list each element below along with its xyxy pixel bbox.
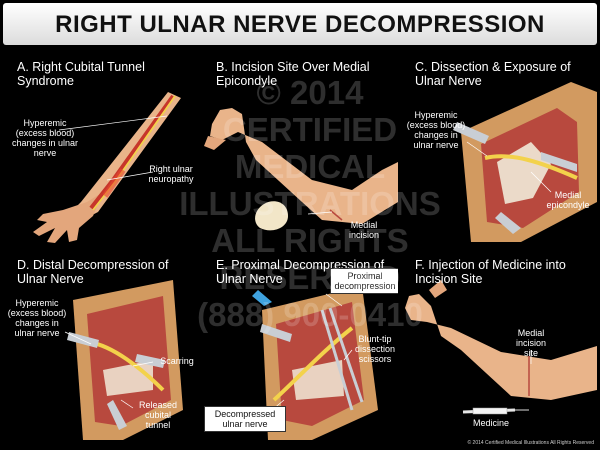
panel-d-label-hyperemic: Hyperemic (excess blood) changes in ulna…: [7, 298, 67, 338]
proximal-decompression-illustration: [252, 286, 378, 440]
panel-e-label-decompressed: Decompressed ulnar nerve: [204, 406, 286, 432]
arm-nerve-illustration: [33, 92, 181, 243]
panel-e-label-proximal: Proximal decompression: [330, 268, 398, 294]
panel-f-label-incision: Medial incision site: [515, 328, 546, 358]
panel-a: A. Right Cubital Tunnel Syndrome Hyperem…: [3, 52, 199, 247]
panel-b-heading: B. Incision Site Over Medial Epicondyle: [216, 60, 370, 88]
page-title: RIGHT ULNAR NERVE DECOMPRESSION: [55, 11, 545, 38]
panel-f-heading: F. Injection of Medicine into Incision S…: [415, 258, 566, 286]
panel-b: B. Incision Site Over Medial Epicondyle …: [202, 52, 398, 247]
panel-d: D. Distal Decompression of Ulnar Nerve H…: [3, 250, 199, 445]
dissection-illustration: [453, 82, 597, 242]
panel-c-heading: C. Dissection & Exposure of Ulnar Nerve: [415, 60, 571, 88]
panel-a-heading: A. Right Cubital Tunnel Syndrome: [17, 60, 145, 88]
panel-f-label-medicine: Medicine: [472, 418, 510, 428]
distal-decompression-illustration: [64, 280, 183, 440]
panel-e-label-scissors: Blunt-tip dissection scissors: [354, 334, 396, 364]
arm-incision-illustration: [204, 108, 398, 231]
injection-illustration: [405, 280, 597, 415]
panel-a-label-hyperemic: Hyperemic (excess blood) changes in ulna…: [11, 118, 79, 158]
panel-c-label-hyperemic: Hyperemic (excess blood) changes in ulna…: [406, 110, 466, 150]
panel-d-heading: D. Distal Decompression of Ulnar Nerve: [17, 258, 169, 286]
panel-c-label-epicondyle: Medial epicondyle: [546, 190, 590, 210]
title-banner: RIGHT ULNAR NERVE DECOMPRESSION: [3, 3, 597, 45]
panel-a-label-neuropathy: Right ulnar neuropathy: [148, 164, 194, 184]
panel-b-label-incision: Medial incision: [348, 220, 379, 240]
panel-f: F. Injection of Medicine into Incision S…: [401, 250, 597, 445]
panel-d-label-released: Released cubital tunnel: [138, 400, 178, 430]
panel-c: C. Dissection & Exposure of Ulnar Nerve …: [401, 52, 597, 247]
panel-e: E. Proximal Decompression of Ulnar Nerve…: [202, 250, 398, 445]
panel-d-label-scarring: Scarring: [160, 356, 194, 366]
copyright-notice: © 2014 Certified Medical Illustrations A…: [467, 440, 594, 446]
